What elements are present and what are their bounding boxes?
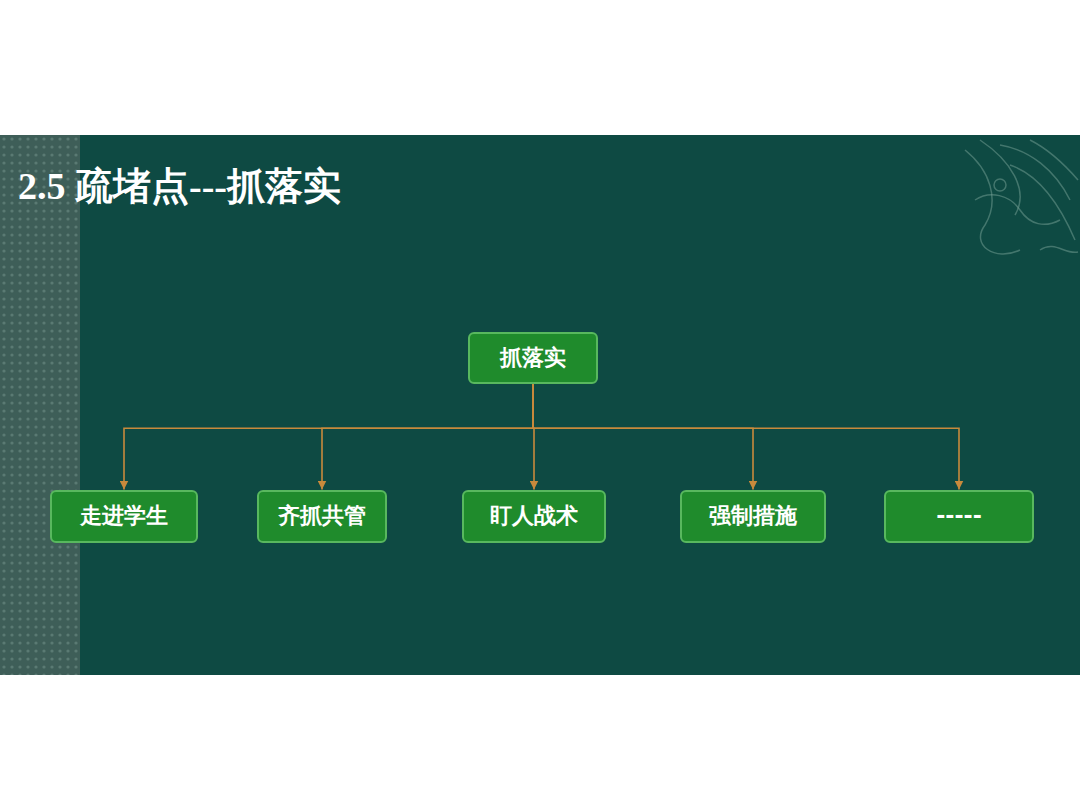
tree-connector <box>533 384 753 490</box>
slide-background <box>0 135 1080 675</box>
tree-connector <box>533 384 959 490</box>
box-label: 走进学生 <box>80 503 168 529</box>
box-label: 盯人战术 <box>490 503 578 529</box>
branch-box: 齐抓共管 <box>257 490 387 543</box>
box-label: 抓落实 <box>500 345 566 371</box>
slide-title: 2.5 疏堵点---抓落实 <box>18 164 341 210</box>
side-strip <box>0 135 80 675</box>
root-box: 抓落实 <box>468 332 598 384</box>
tree-connector <box>322 384 533 490</box>
branch-box: 走进学生 <box>50 490 198 543</box>
branch-box: 强制措施 <box>680 490 826 543</box>
box-label: 齐抓共管 <box>278 503 366 529</box>
branch-box: 盯人战术 <box>462 490 606 543</box>
tree-connector <box>124 384 533 490</box>
box-label: ----- <box>936 503 982 529</box>
box-label: 强制措施 <box>709 503 797 529</box>
branch-box: ----- <box>884 490 1034 543</box>
